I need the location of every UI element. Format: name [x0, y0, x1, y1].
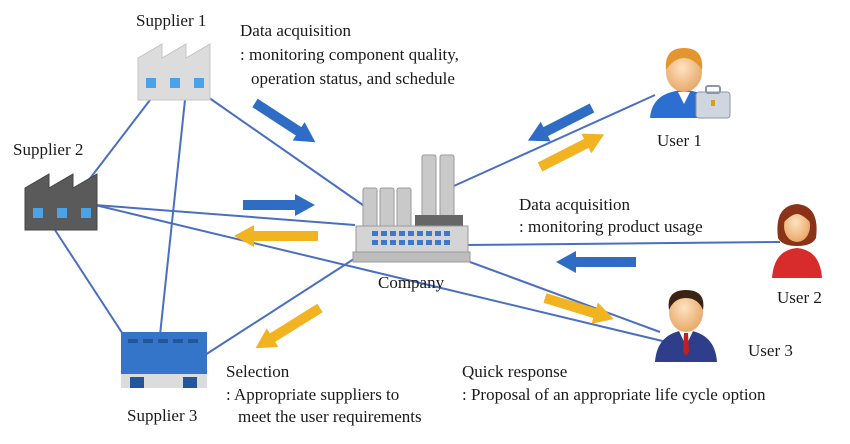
line-supplier2-user3: [94, 204, 701, 351]
supplier2-factory-icon: [24, 173, 98, 231]
supplier1-label: Supplier 1: [136, 11, 207, 30]
arrow-company-to-user3: [543, 293, 614, 324]
user-data-title: Data acquisition: [519, 195, 630, 214]
line-supplier1-supplier2: [84, 99, 151, 186]
arrow-company-to-user1: [537, 133, 605, 172]
selection-title: Selection: [226, 362, 290, 381]
line-company-user1: [444, 94, 656, 191]
arrow-company-to-supplier3: [255, 303, 323, 349]
connection-lines: [54, 94, 781, 356]
line-company-user3: [469, 261, 661, 333]
arrow-user1-to-company: [527, 103, 595, 142]
company-factory-icon: [352, 154, 471, 263]
company-label: Company: [378, 273, 445, 292]
supplier-data-line2: operation status, and schedule: [251, 69, 455, 88]
user2-label: User 2: [777, 288, 822, 307]
user3-label: User 3: [748, 341, 793, 360]
user3-suit-man-icon: [655, 290, 717, 362]
arrow-user2-to-company: [556, 251, 636, 273]
user1-businessman-icon: [650, 48, 731, 119]
arrow-company-to-supplier2: [234, 225, 318, 247]
line-supplier3-company: [204, 254, 361, 356]
supplier2-label: Supplier 2: [13, 140, 84, 159]
user2-woman-icon: [772, 204, 822, 278]
supplier-data-title: Data acquisition: [240, 21, 351, 40]
line-supplier1-company: [204, 94, 371, 211]
arrow-supplier2-to-company: [243, 194, 315, 216]
supplier1-factory-icon: [137, 43, 211, 101]
supplier3-label: Supplier 3: [127, 406, 198, 425]
supplier-data-line1: : monitoring component quality,: [240, 45, 459, 64]
line-supplier1-supplier3: [159, 99, 186, 336]
quick-response-title: Quick response: [462, 362, 568, 381]
supplier3-warehouse-icon: [121, 332, 207, 388]
quick-response-line1: : Proposal of an appropriate life cycle …: [462, 385, 766, 404]
line-supplier2-supplier3: [54, 229, 131, 346]
selection-line1: : Appropriate suppliers to: [226, 385, 400, 404]
user-data-line1: : monitoring product usage: [519, 217, 703, 236]
line-company-user2: [464, 241, 781, 246]
arrow-supplier1-to-company: [252, 98, 316, 143]
selection-line2: meet the user requirements: [238, 407, 422, 426]
user1-label: User 1: [657, 131, 702, 150]
line-supplier2-company: [94, 204, 356, 226]
